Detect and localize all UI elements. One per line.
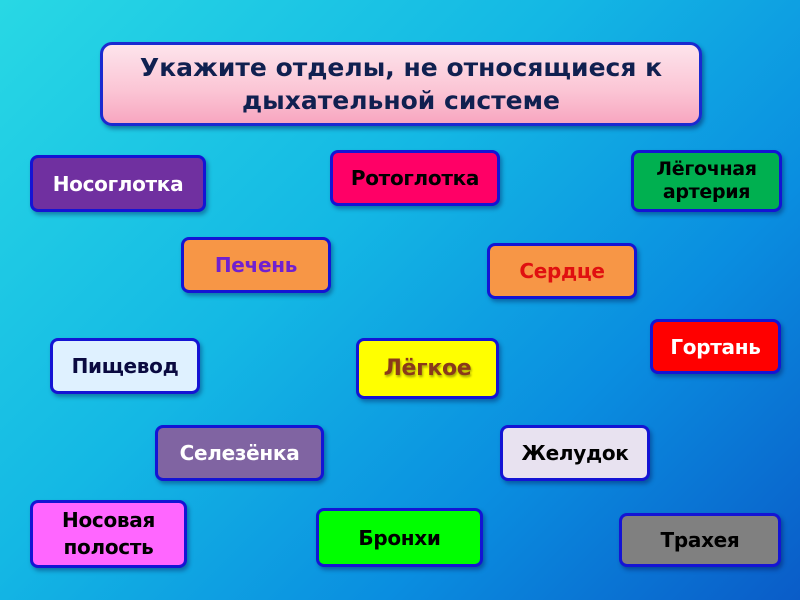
- card-liver[interactable]: Печень: [181, 237, 331, 293]
- slide-title: Укажите отделы, не относящиеся к дыхател…: [100, 42, 702, 126]
- card-nasal-cavity[interactable]: Носовая полость: [30, 500, 187, 568]
- card-esophagus[interactable]: Пищевод: [50, 338, 200, 394]
- card-stomach[interactable]: Желудок: [500, 425, 650, 481]
- card-oropharynx[interactable]: Ротоглотка: [330, 150, 500, 206]
- card-pulmonary-artery[interactable]: Лёгочная артерия: [631, 150, 782, 212]
- card-trachea[interactable]: Трахея: [619, 513, 781, 567]
- card-bronchi[interactable]: Бронхи: [316, 508, 483, 567]
- card-spleen[interactable]: Селезёнка: [155, 425, 324, 481]
- card-lung[interactable]: Лёгкое: [356, 338, 499, 399]
- card-heart[interactable]: Сердце: [487, 243, 637, 299]
- card-larynx[interactable]: Гортань: [650, 319, 781, 374]
- card-nasopharynx[interactable]: Носоглотка: [30, 155, 206, 212]
